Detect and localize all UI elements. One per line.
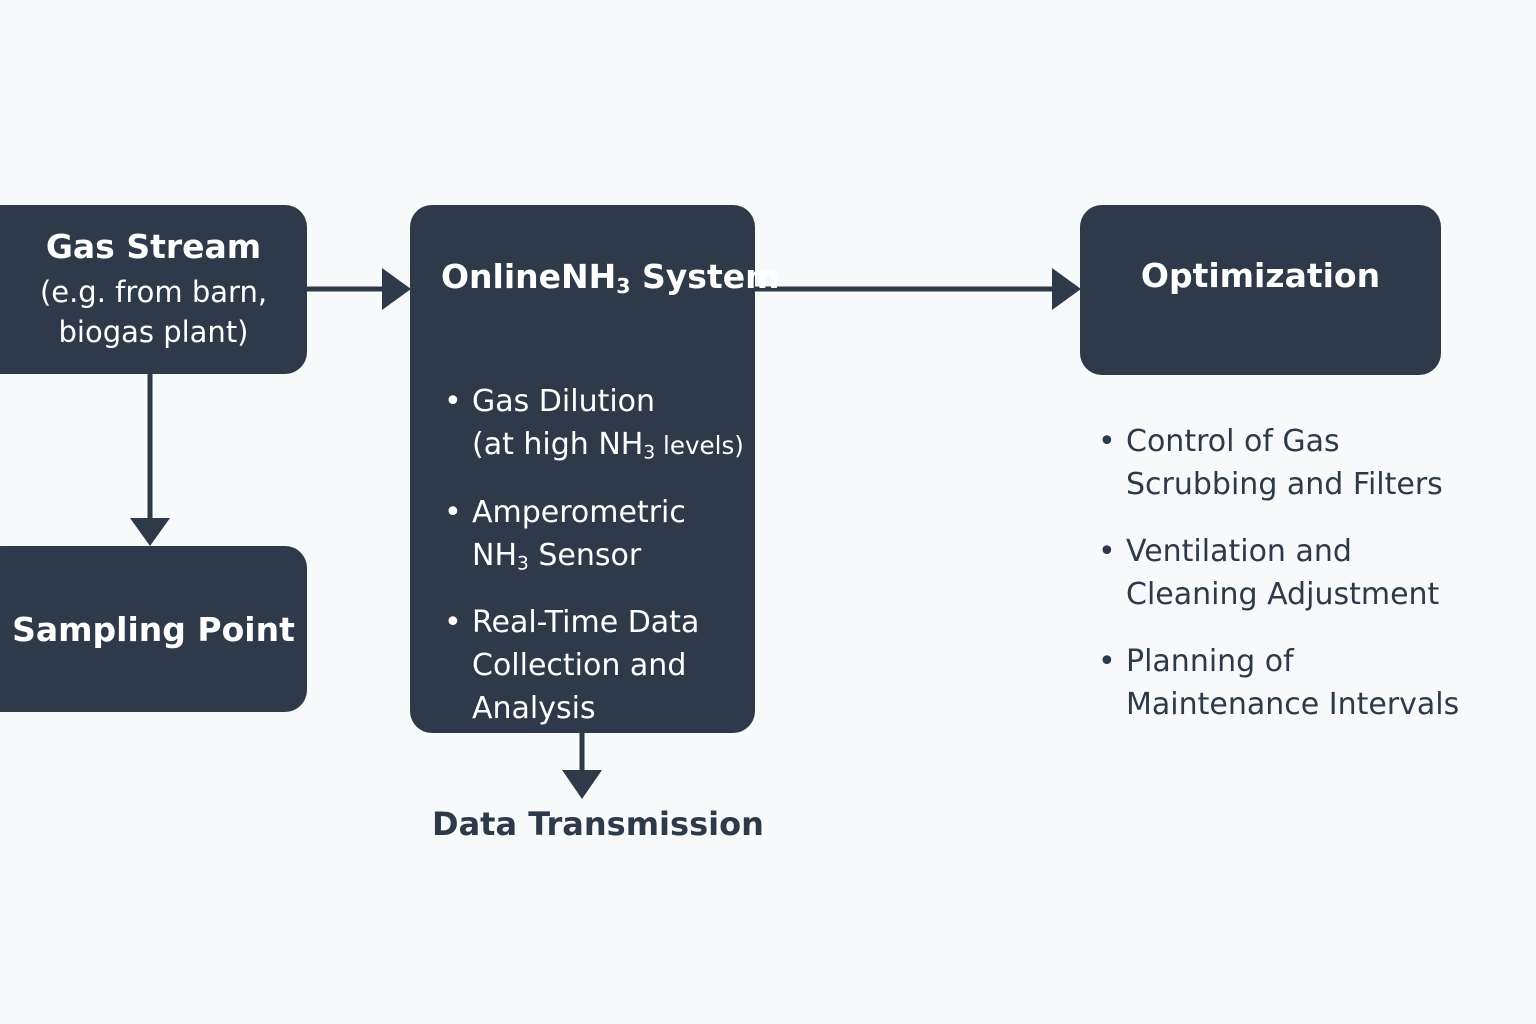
gas-stream-box: Gas Stream (e.g. from barn, biogas plant… <box>0 205 307 374</box>
sampling-point-title: Sampling Point <box>12 609 295 649</box>
optimization-box: Optimization <box>1080 205 1441 375</box>
gas-stream-line2: biogas plant) <box>58 315 249 349</box>
optimization-title: Optimization <box>1140 255 1381 295</box>
arrow-online-to-data-head <box>562 770 602 799</box>
arrow-gas-to-online-head <box>382 268 411 310</box>
list-item: Control of Gas Scrubbing and Filters <box>1098 420 1518 506</box>
arrow-gas-to-sampling-head <box>130 518 170 546</box>
online-system-title: OnlineNH3 System <box>441 257 780 299</box>
list-item: Ventilation and Cleaning Adjustment <box>1098 530 1518 616</box>
gas-stream-line1: (e.g. from barn, <box>39 275 268 309</box>
online-system-list: Gas Dilution (at high NH3 levels) Ampero… <box>444 380 744 754</box>
optimization-list: Control of Gas Scrubbing and Filters Ven… <box>1098 420 1518 750</box>
arrow-online-to-optimization-head <box>1052 268 1081 310</box>
sampling-point-box: Sampling Point <box>0 546 307 712</box>
list-item-data-collection: Real-Time Data Collection and Analysis <box>444 601 744 730</box>
data-transmission-label: Data Transmission <box>432 805 764 843</box>
gas-stream-title: Gas Stream <box>45 227 262 266</box>
list-item-sensor: Amperometric NH3 Sensor <box>444 491 744 577</box>
list-item-gas-dilution: Gas Dilution (at high NH3 levels) <box>444 380 744 467</box>
list-item: Planning of Maintenance Intervals <box>1098 640 1518 726</box>
